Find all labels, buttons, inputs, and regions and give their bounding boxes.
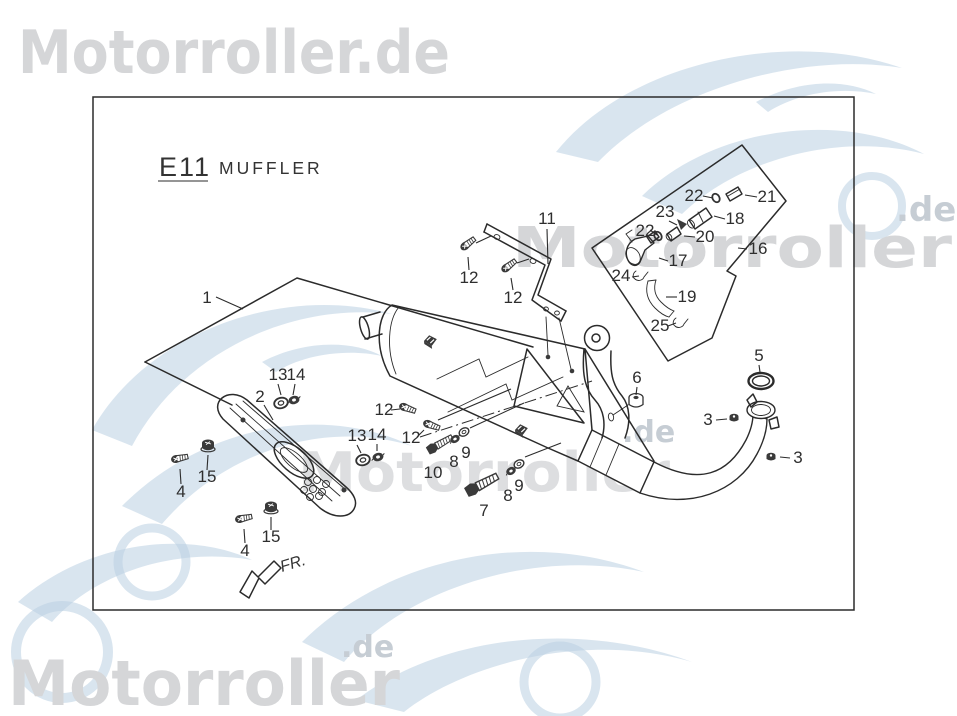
sub-assembly-panel-16	[591, 144, 787, 362]
nut-6-icon	[628, 392, 644, 408]
part-label-11: 11	[538, 209, 556, 228]
front-direction-indicator: FR.	[239, 552, 308, 599]
part-label-18: 18	[726, 209, 745, 228]
part-label-14: 14	[287, 365, 306, 384]
washer-14-icon	[285, 393, 303, 407]
nut-15-icon	[263, 500, 279, 515]
valve-body-17	[625, 229, 660, 267]
part-label-15: 15	[198, 467, 217, 486]
washer-13-icon	[272, 395, 290, 411]
section-code: E11	[159, 152, 211, 182]
part-label-10: 10	[424, 463, 443, 482]
bolt-12-icon	[421, 417, 442, 433]
shield-rivet	[341, 487, 347, 493]
clip-nut-icon	[513, 422, 530, 440]
diagram-frame	[92, 96, 855, 611]
part-label-12: 12	[504, 288, 523, 307]
weld-stud	[569, 368, 575, 374]
backing-plate-1	[144, 277, 534, 406]
nut-3-icon	[729, 413, 739, 422]
watermark-top-left: Motorroller.de	[18, 18, 450, 88]
muffler-hanger	[582, 324, 630, 439]
part-label-7: 7	[479, 501, 488, 520]
assembly-centerline	[419, 380, 593, 438]
muffler-assembly	[358, 304, 780, 501]
part-label-16: 16	[749, 239, 768, 258]
muffler-inlet-stub	[358, 311, 383, 340]
mounting-bracket-11	[483, 223, 567, 322]
hose-19	[646, 279, 675, 318]
part-label-8: 8	[449, 452, 458, 471]
front-direction-label: FR.	[278, 552, 308, 576]
clip-25	[672, 317, 689, 328]
part-label-8: 8	[503, 486, 512, 505]
pipe-inlet-flange	[746, 393, 780, 430]
part-label-21: 21	[758, 187, 777, 206]
scooter-watermark-top-right	[556, 51, 924, 240]
heat-shield-vent-holes	[300, 476, 330, 501]
part-label-17: 17	[669, 251, 688, 270]
reed-valve-18	[686, 207, 713, 230]
part-label-4: 4	[240, 541, 249, 560]
part-label-12: 12	[375, 400, 394, 419]
part-label-12: 12	[460, 268, 479, 287]
diagram-title: E11 MUFFLER	[158, 152, 323, 182]
part-label-9: 9	[514, 476, 523, 495]
part-label-13: 13	[269, 365, 288, 384]
callout-labels: 1 2 13 14 4 15 4 15 13 14 12 12 11 12 12…	[176, 186, 802, 560]
part-label-14: 14	[368, 425, 387, 444]
part-label-3: 3	[793, 448, 802, 467]
bolt-4-icon	[233, 512, 254, 525]
exhaust-header-pipe	[639, 413, 768, 501]
weld-stud	[545, 354, 551, 360]
heat-shield-2	[216, 393, 357, 517]
clip-nut-icon	[422, 333, 439, 351]
part-label-1: 1	[202, 288, 211, 307]
front-arrow-icon	[239, 560, 282, 599]
leader-lines	[179, 194, 791, 544]
shield-rivet	[240, 417, 246, 423]
part-label-9: 9	[461, 443, 470, 462]
pin-21	[725, 186, 743, 202]
part-label-2: 2	[255, 387, 264, 406]
part-label-13: 13	[348, 426, 367, 445]
part-label-3: 3	[703, 410, 712, 429]
part-label-22: 22	[685, 186, 704, 205]
section-title: MUFFLER	[219, 158, 323, 178]
part-label-4: 4	[176, 482, 185, 501]
cone-23	[677, 219, 687, 230]
part-label-24: 24	[612, 266, 631, 285]
washer-9-icon	[456, 425, 472, 439]
watermark-top-right: Motorroller	[512, 216, 952, 281]
nut6-leader	[612, 404, 629, 416]
exhaust-gasket-5	[747, 371, 775, 391]
nut-3-icon	[766, 452, 776, 461]
watermark-top-right-suffix: .de	[896, 190, 956, 230]
watermark-bottom-left: Motorroller	[8, 647, 400, 716]
scooter-watermark-bottom-left	[11, 543, 252, 703]
clip-24	[632, 270, 649, 281]
part-label-19: 19	[678, 287, 697, 306]
part-label-12: 12	[402, 428, 421, 447]
spacer-20	[665, 226, 682, 242]
bolt-12-icon	[458, 234, 478, 253]
watermark-bottom-left-suffix: .de	[341, 630, 394, 665]
part-label-15: 15	[262, 527, 281, 546]
part-label-25: 25	[651, 316, 670, 335]
bolt-12-icon	[397, 400, 418, 416]
part-label-22: 22	[636, 221, 655, 240]
part-label-23: 23	[656, 202, 675, 221]
watermark-middle-suffix: .de	[622, 415, 675, 450]
part-label-6: 6	[632, 368, 641, 387]
scooter-watermark-bottom-center	[302, 551, 692, 716]
part-label-20: 20	[696, 227, 715, 246]
part-label-5: 5	[754, 346, 763, 365]
